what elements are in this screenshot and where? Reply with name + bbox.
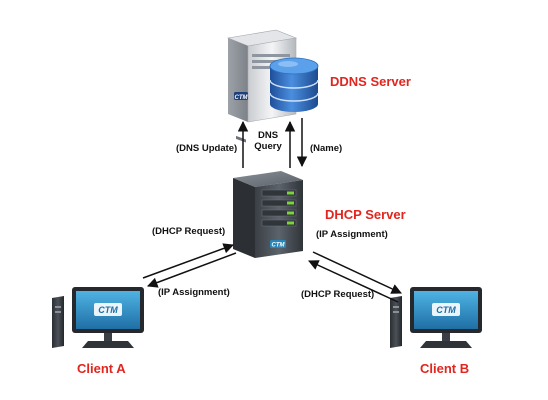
- desktop-computer-icon: CTM: [52, 287, 144, 348]
- ip-assignment-a-label: (IP Assignment): [158, 287, 230, 298]
- client-a-logo: CTM: [98, 305, 118, 315]
- ddns-server-icon: CTM: [226, 29, 319, 143]
- rack-server-icon: CTM: [233, 171, 303, 258]
- client-b-computer-icon: CTM: [390, 287, 482, 348]
- dns-query-line-2: Query: [254, 141, 282, 152]
- dhcp-server-label: DHCP Server: [325, 207, 406, 222]
- arrow-ip-assignment-a: [147, 252, 237, 288]
- dns-query-line-1: DNS: [257, 130, 279, 141]
- dns-update-label: (DNS Update): [176, 143, 238, 154]
- arrow-dhcp-request-b: [308, 260, 399, 303]
- dhcp-request-b-label: (DHCP Request): [301, 289, 375, 300]
- client-b-label: Client B: [420, 361, 470, 376]
- dns-query-label: DNS Query: [251, 130, 285, 152]
- name-label: (Name): [310, 143, 343, 154]
- ip-assignment-b-label: (IP Assignment): [316, 229, 388, 240]
- desktop-computer-icon: CTM: [390, 287, 482, 348]
- ddns-tower-logo: CTM: [235, 95, 249, 101]
- client-a-label: Client A: [77, 361, 126, 376]
- dhcp-rack-logo: CTM: [272, 243, 286, 249]
- dhcp-request-a-label: (DHCP Request): [152, 226, 226, 237]
- arrow-dhcp-request-a: [142, 243, 234, 279]
- arrows: [142, 118, 402, 303]
- client-b-logo: CTM: [436, 305, 456, 315]
- rack-drive-bays: [261, 189, 297, 227]
- client-a-computer-icon: CTM: [52, 287, 144, 348]
- ddns-server-label: DDNS Server: [330, 74, 411, 89]
- arrow-ip-assignment-b: [312, 251, 402, 294]
- database-icon: [269, 57, 319, 112]
